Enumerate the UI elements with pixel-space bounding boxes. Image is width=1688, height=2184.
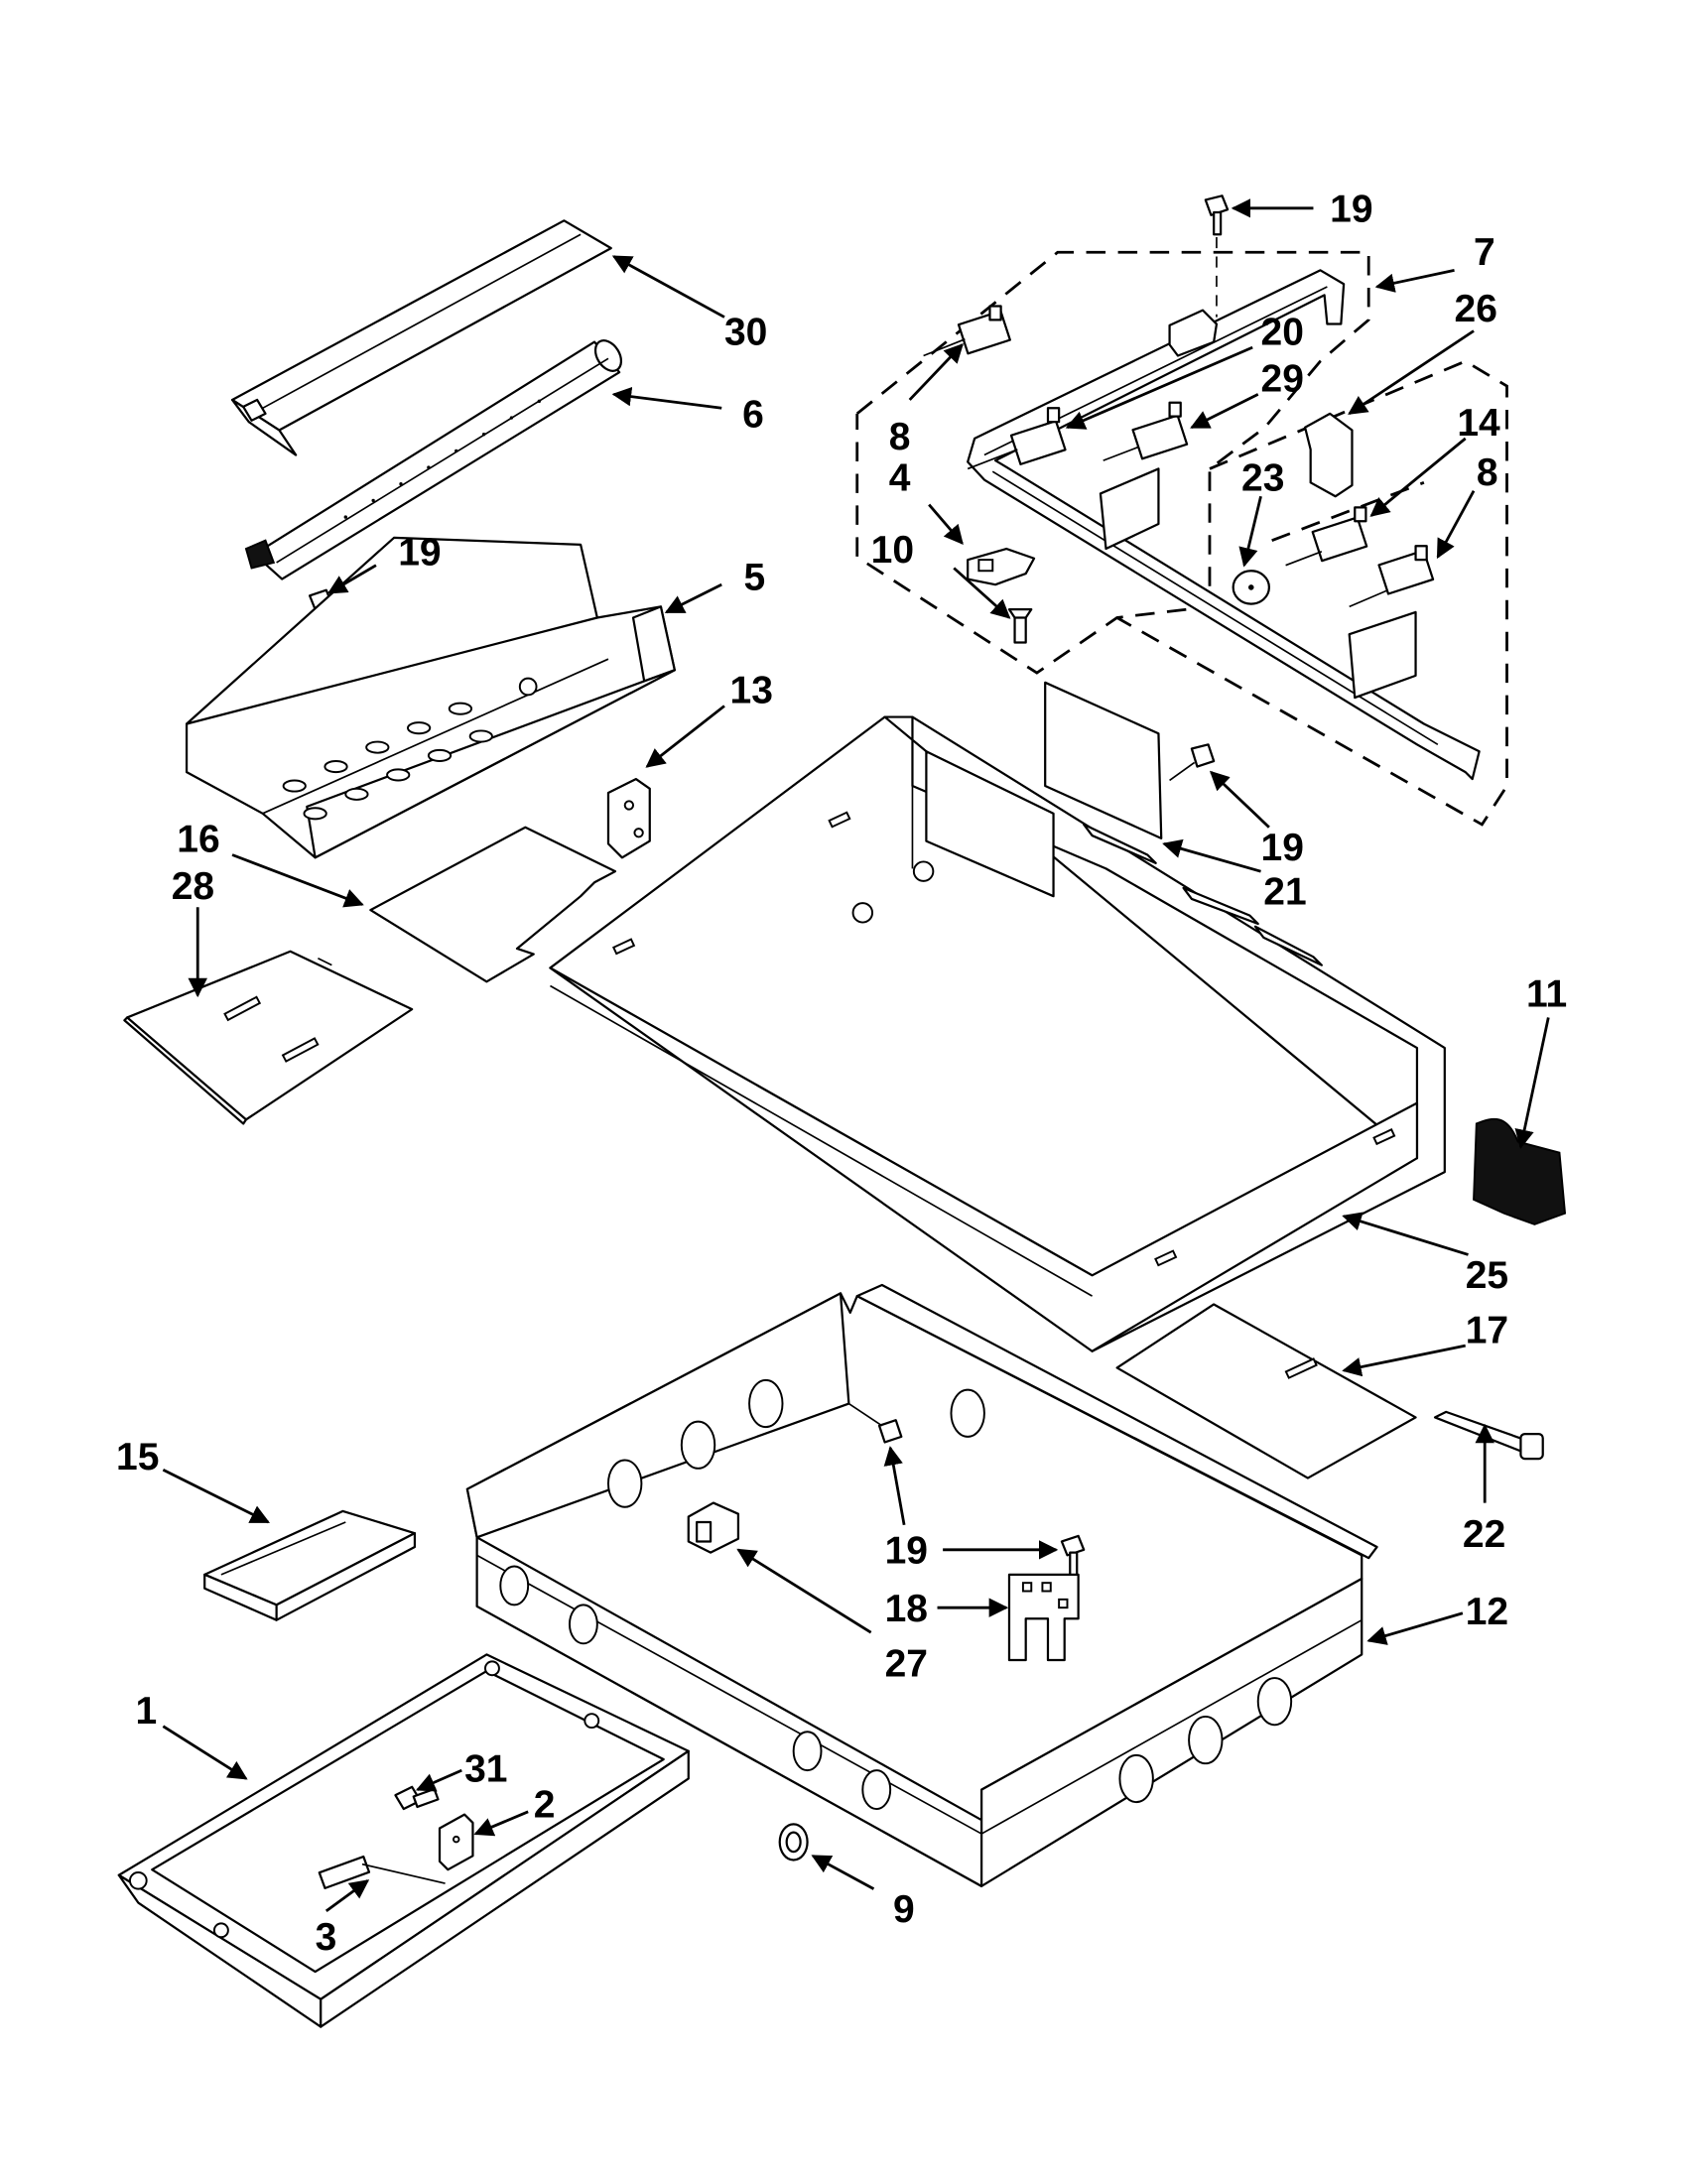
callout-9: 9 <box>893 1888 915 1931</box>
callout-8-right: 8 <box>1477 451 1498 494</box>
part-22-cable-tie <box>1433 1410 1544 1461</box>
callout-labels: 30 6 19 5 13 16 28 19 7 20 26 29 8 4 23 … <box>116 189 1567 1959</box>
callout-17: 17 <box>1466 1309 1508 1351</box>
chassis-holes <box>499 1378 1293 1811</box>
valve-20 <box>967 407 1067 470</box>
part-19-screw-plate <box>1169 743 1216 782</box>
callout-2: 2 <box>534 1783 556 1826</box>
part-19-top-screw <box>1204 194 1230 318</box>
callout-19-bracket: 19 <box>885 1530 928 1573</box>
callout-14: 14 <box>1457 402 1500 445</box>
part-27-block <box>687 1501 740 1554</box>
callout-22: 22 <box>1463 1513 1505 1556</box>
part-3-igniter <box>318 1855 446 1889</box>
part-11-black-box <box>1473 1117 1567 1225</box>
valve-8-right <box>1349 545 1435 608</box>
callout-8-left: 8 <box>889 416 911 458</box>
part-4-clip <box>967 547 1036 586</box>
valve-29 <box>1103 401 1189 461</box>
callout-31: 31 <box>464 1747 507 1790</box>
callout-13: 13 <box>730 670 773 712</box>
part-21-plate <box>1044 681 1216 839</box>
part-10-screw <box>1007 608 1033 644</box>
callout-1: 1 <box>136 1690 158 1733</box>
callout-19: 19 <box>398 532 441 575</box>
part-13-bracket <box>606 777 651 859</box>
leader-lines <box>162 198 1550 1912</box>
callout-21: 21 <box>1263 871 1306 914</box>
part-1-lower-tray <box>117 1653 690 2028</box>
callout-19-top: 19 <box>1330 189 1372 231</box>
callout-28: 28 <box>172 865 214 908</box>
callout-23: 23 <box>1241 457 1284 500</box>
burner-ports <box>343 399 541 519</box>
valve-8-left <box>923 305 1011 357</box>
callout-4: 4 <box>889 457 911 500</box>
part-23-washer <box>1232 570 1270 605</box>
callout-11: 11 <box>1526 972 1567 1015</box>
callout-30: 30 <box>724 311 767 353</box>
part-2-bracket <box>438 1813 474 1871</box>
part-30-heat-shield <box>230 219 612 456</box>
callout-18: 18 <box>885 1588 928 1630</box>
part-6-burner-tube <box>244 339 623 580</box>
part-17-plate <box>1115 1303 1417 1479</box>
callout-25: 25 <box>1466 1254 1508 1297</box>
callout-19-plate: 19 <box>1261 827 1304 869</box>
callout-12: 12 <box>1466 1591 1508 1633</box>
valve-14 <box>1285 506 1368 567</box>
part-19-screw-chassis <box>847 1402 903 1444</box>
callout-27: 27 <box>885 1643 928 1686</box>
callout-3: 3 <box>316 1916 337 1959</box>
part-19-screw-bracket <box>1060 1534 1086 1576</box>
part-18-bracket <box>1007 1534 1086 1662</box>
part-5-burner-tray <box>185 536 676 859</box>
tray-slots <box>282 677 538 821</box>
part-31-screw <box>394 1785 440 1811</box>
callout-26: 26 <box>1455 288 1497 330</box>
callout-7: 7 <box>1474 231 1495 274</box>
part-12-lower-chassis <box>465 1283 1378 1887</box>
part-28-plate <box>123 950 414 1125</box>
callout-6: 6 <box>742 394 764 437</box>
callout-10: 10 <box>871 529 914 572</box>
part-15-tray <box>203 1509 417 1621</box>
part-16-plate <box>369 826 617 983</box>
callout-15: 15 <box>116 1436 159 1478</box>
part-26-bracket <box>1303 412 1354 498</box>
manifold-assembly-7 <box>855 250 1508 827</box>
part-9-grommet <box>778 1823 809 1862</box>
callout-16: 16 <box>177 819 219 861</box>
callout-29: 29 <box>1261 358 1304 401</box>
callout-5: 5 <box>743 557 765 599</box>
callout-20: 20 <box>1261 311 1304 353</box>
part-25-upper-box <box>549 715 1446 1352</box>
